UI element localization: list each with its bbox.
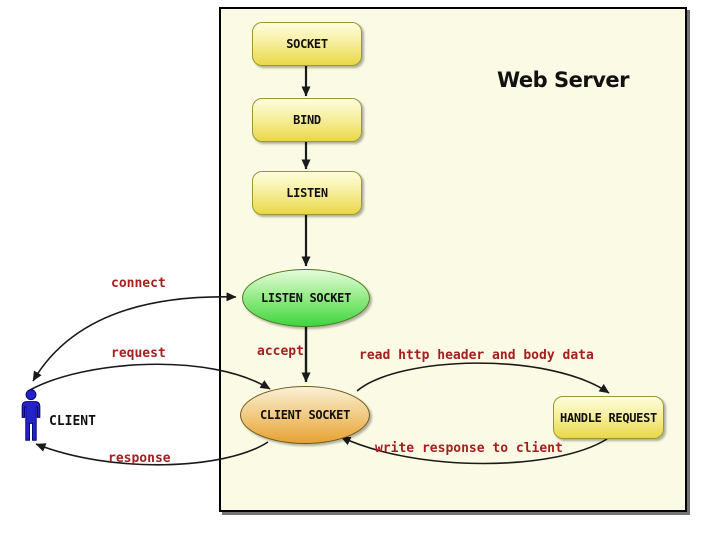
web-server-title: Web Server [497, 68, 630, 92]
edge-write-arrow [340, 436, 608, 465]
node-handle-request: HANDLE REQUEST [553, 396, 664, 439]
edge-request-arrow [29, 363, 271, 391]
node-listen: LISTEN [252, 171, 362, 215]
edge-label-write-response: write response to client [375, 441, 563, 456]
edge-connect-arrow [32, 292, 237, 382]
client-label: CLIENT [49, 414, 96, 429]
edge-label-connect: connect [111, 276, 166, 291]
edge-label-accept: accept [257, 344, 304, 359]
edge-response-arrow [35, 441, 269, 466]
edge-label-request: request [111, 346, 166, 361]
node-bind-label: BIND [293, 113, 321, 127]
client-person-icon [21, 389, 41, 441]
node-handle-request-label: HANDLE REQUEST [560, 410, 657, 425]
node-socket-label: SOCKET [286, 37, 328, 51]
edge-read-arrow [356, 362, 610, 394]
node-bind: BIND [252, 98, 362, 142]
node-listen-socket-label: LISTEN SOCKET [260, 291, 352, 305]
edge-label-read-http: read http header and body data [359, 348, 594, 363]
node-client-socket: CLIENT SOCKET [240, 386, 370, 444]
node-listen-socket: LISTEN SOCKET [242, 269, 370, 327]
edge-label-response: response [108, 451, 171, 466]
node-listen-label: LISTEN [286, 186, 328, 200]
node-client-socket-label: CLIENT SOCKET [259, 408, 351, 422]
node-socket: SOCKET [252, 22, 362, 66]
